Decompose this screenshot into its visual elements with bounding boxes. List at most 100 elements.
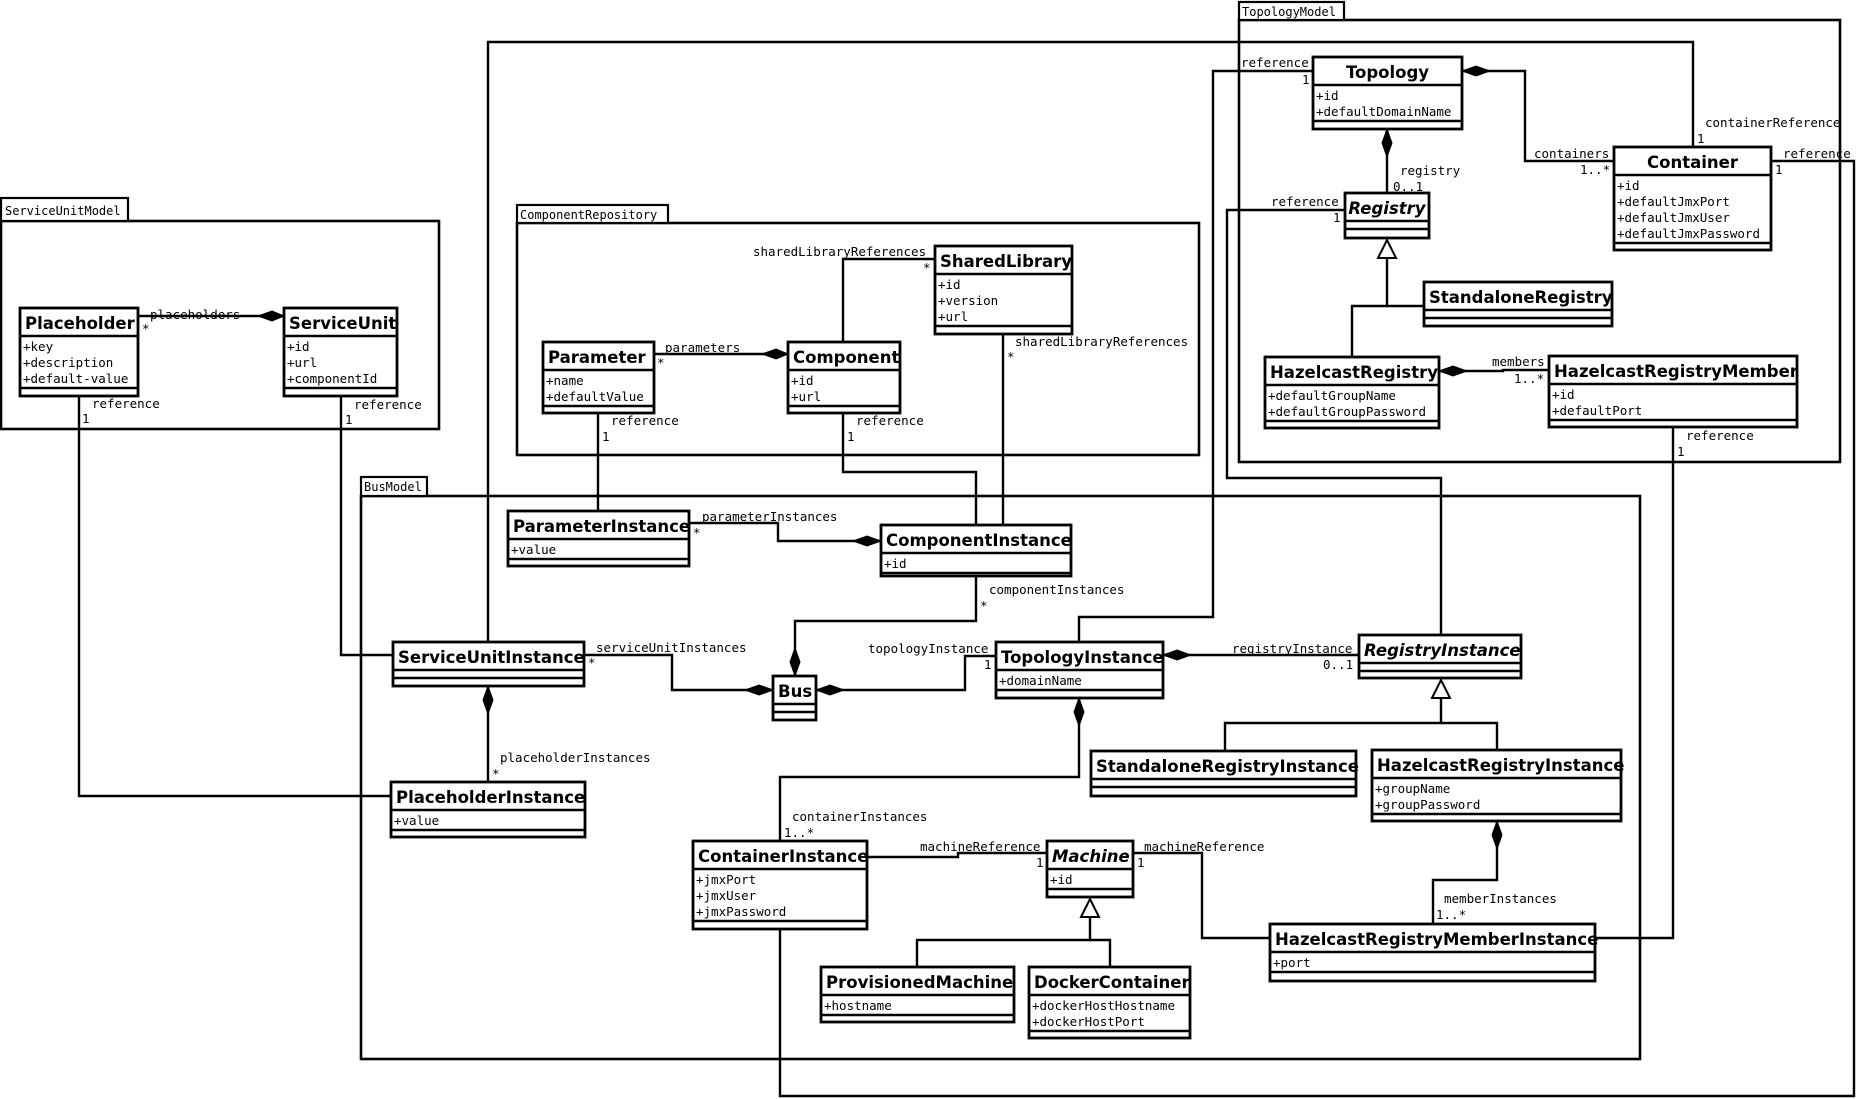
class-name: StandaloneRegistryInstance bbox=[1096, 757, 1359, 776]
role-label: containerReference bbox=[1705, 115, 1840, 130]
composition-diamond bbox=[814, 684, 846, 696]
role-label: members bbox=[1492, 354, 1545, 369]
multiplicity-label: 1..* bbox=[1514, 371, 1544, 386]
class-attribute: +defaultJmxUser bbox=[1617, 210, 1730, 225]
class-box-border bbox=[1263, 355, 1441, 430]
class-box-border bbox=[1027, 965, 1192, 1040]
class-attribute: +port bbox=[1273, 955, 1311, 970]
class-box-registry-instance[interactable]: RegistryInstance bbox=[1357, 633, 1523, 680]
class-box-placeholder[interactable]: Placeholder+key+description+default-valu… bbox=[18, 306, 140, 398]
class-name: Topology bbox=[1346, 63, 1429, 82]
composition-diamond bbox=[851, 535, 883, 547]
class-attribute: +defaultValue bbox=[546, 389, 644, 404]
class-attribute: +url bbox=[287, 355, 317, 370]
generalization-registry-hazelcast bbox=[1350, 304, 1387, 357]
role-label: containerInstances bbox=[792, 809, 927, 824]
class-attribute: +key bbox=[23, 339, 54, 354]
class-attribute: +groupName bbox=[1375, 781, 1450, 796]
class-name: HazelcastRegistry bbox=[1270, 363, 1438, 382]
multiplicity-label: * bbox=[492, 766, 500, 781]
class-attribute: +dockerHostHostname bbox=[1032, 998, 1175, 1013]
classes: Placeholder+key+description+default-valu… bbox=[18, 55, 1799, 1040]
class-box-component-instance[interactable]: ComponentInstance+id bbox=[879, 523, 1073, 578]
class-attribute: +id bbox=[1316, 88, 1339, 103]
class-box-standalone-registry[interactable]: StandaloneRegistry bbox=[1422, 280, 1614, 328]
role-label: machineReference bbox=[920, 839, 1040, 854]
class-attribute: +componentId bbox=[287, 371, 377, 386]
role-label: memberInstances bbox=[1444, 891, 1557, 906]
class-box-docker-container[interactable]: DockerContainer+dockerHostHostname+docke… bbox=[1027, 965, 1192, 1040]
class-box-component[interactable]: Component+id+url bbox=[786, 340, 902, 415]
class-box-hazelcast-registry-member[interactable]: HazelcastRegistryMember+id+defaultPort bbox=[1547, 354, 1799, 429]
generalization-docker-container bbox=[1090, 938, 1112, 967]
class-box-bus[interactable]: Bus bbox=[771, 674, 818, 722]
class-name: HazelcastRegistryMemberInstance bbox=[1275, 930, 1598, 949]
class-name: HazelcastRegistryInstance bbox=[1377, 756, 1624, 775]
class-box-placeholder-instance[interactable]: PlaceholderInstance+value bbox=[389, 780, 587, 839]
class-box-registry[interactable]: Registry bbox=[1343, 191, 1431, 240]
class-box-border bbox=[1089, 749, 1358, 798]
class-box-hazelcast-registry[interactable]: HazelcastRegistry+defaultGroupName+defau… bbox=[1263, 355, 1441, 430]
class-box-machine[interactable]: Machine+id bbox=[1045, 839, 1135, 899]
connector-labels: placeholders * reference 1 reference 1 p… bbox=[82, 55, 1851, 922]
class-box-service-unit[interactable]: ServiceUnit+id+url+componentId bbox=[282, 306, 399, 398]
multiplicity-label: 1 bbox=[1333, 210, 1341, 225]
class-box-container[interactable]: Container+id+defaultJmxPort+defaultJmxUs… bbox=[1612, 145, 1773, 252]
class-box-topology-instance[interactable]: TopologyInstance+domainName bbox=[994, 640, 1165, 700]
generalization-hazelcast-instance bbox=[1441, 721, 1499, 750]
generalization-triangle bbox=[1376, 237, 1398, 259]
class-attribute: +id bbox=[791, 373, 814, 388]
class-box-border bbox=[1612, 145, 1773, 252]
role-label: containers bbox=[1534, 146, 1609, 161]
class-name: StandaloneRegistry bbox=[1429, 288, 1613, 307]
role-label: serviceUnitInstances bbox=[596, 640, 747, 655]
class-box-parameter-instance[interactable]: ParameterInstance+value bbox=[506, 509, 691, 568]
role-label: registryInstance bbox=[1232, 641, 1352, 656]
class-box-parameter[interactable]: Parameter+name+defaultValue bbox=[541, 340, 656, 415]
class-attribute: +hostname bbox=[824, 998, 892, 1013]
composition-diamond bbox=[1161, 649, 1193, 661]
generalization-triangle bbox=[1430, 677, 1452, 699]
multiplicity-label: 1..* bbox=[1436, 907, 1466, 922]
class-box-service-unit-instance[interactable]: ServiceUnitInstance bbox=[391, 640, 586, 688]
connectors bbox=[77, 40, 1856, 1098]
composition-diamond bbox=[743, 684, 775, 696]
class-box-border bbox=[879, 523, 1073, 578]
class-attribute: +version bbox=[938, 293, 998, 308]
role-label: registry bbox=[1400, 163, 1461, 178]
association-container-reference bbox=[486, 40, 1695, 642]
class-name: Machine bbox=[1052, 847, 1130, 866]
association-placeholder-reference bbox=[77, 396, 391, 798]
role-label: parameters bbox=[665, 340, 740, 355]
multiplicity-label: 1 bbox=[1677, 444, 1685, 459]
composition-diamond bbox=[1073, 696, 1085, 728]
class-box-standalone-registry-instance[interactable]: StandaloneRegistryInstance bbox=[1089, 749, 1359, 798]
class-attribute: +defaultPort bbox=[1552, 403, 1642, 418]
class-box-shared-library[interactable]: SharedLibrary+id+version+url bbox=[933, 244, 1074, 336]
multiplicity-label: * bbox=[142, 321, 150, 336]
class-name: ParameterInstance bbox=[513, 517, 690, 536]
generalization-standalone-instance bbox=[1223, 698, 1443, 751]
association-member-instances bbox=[1431, 821, 1499, 924]
association-containers bbox=[1462, 69, 1614, 163]
generalization-provisioned-machine bbox=[915, 917, 1092, 967]
association-topology-instance bbox=[816, 654, 996, 692]
class-box-hazelcast-registry-instance[interactable]: HazelcastRegistryInstance+groupName+grou… bbox=[1370, 748, 1624, 823]
class-attribute: +defaultJmxPort bbox=[1617, 194, 1730, 209]
role-label: placeholderInstances bbox=[500, 750, 651, 765]
class-attribute: +jmxUser bbox=[696, 888, 757, 903]
multiplicity-label: 1 bbox=[984, 657, 992, 672]
class-box-hazelcast-registry-member-instance[interactable]: HazelcastRegistryMemberInstance +port bbox=[1268, 922, 1598, 983]
association-container-instance-reference bbox=[778, 159, 1856, 1098]
class-box-container-instance[interactable]: ContainerInstance+jmxPort+jmxUser+jmxPas… bbox=[691, 839, 869, 931]
class-name: ServiceUnitInstance bbox=[398, 648, 585, 667]
multiplicity-label: * bbox=[693, 525, 701, 540]
role-label: reference bbox=[856, 413, 924, 428]
class-attribute: +defaultDomainName bbox=[1316, 104, 1451, 119]
role-label: reference bbox=[1271, 194, 1339, 209]
class-box-topology[interactable]: Topology +id+defaultDomainName bbox=[1311, 55, 1464, 131]
class-attribute: +name bbox=[546, 373, 584, 388]
class-box-provisioned-machine[interactable]: ProvisionedMachine+hostname bbox=[819, 965, 1016, 1024]
package-label: ComponentRepository bbox=[520, 208, 657, 222]
